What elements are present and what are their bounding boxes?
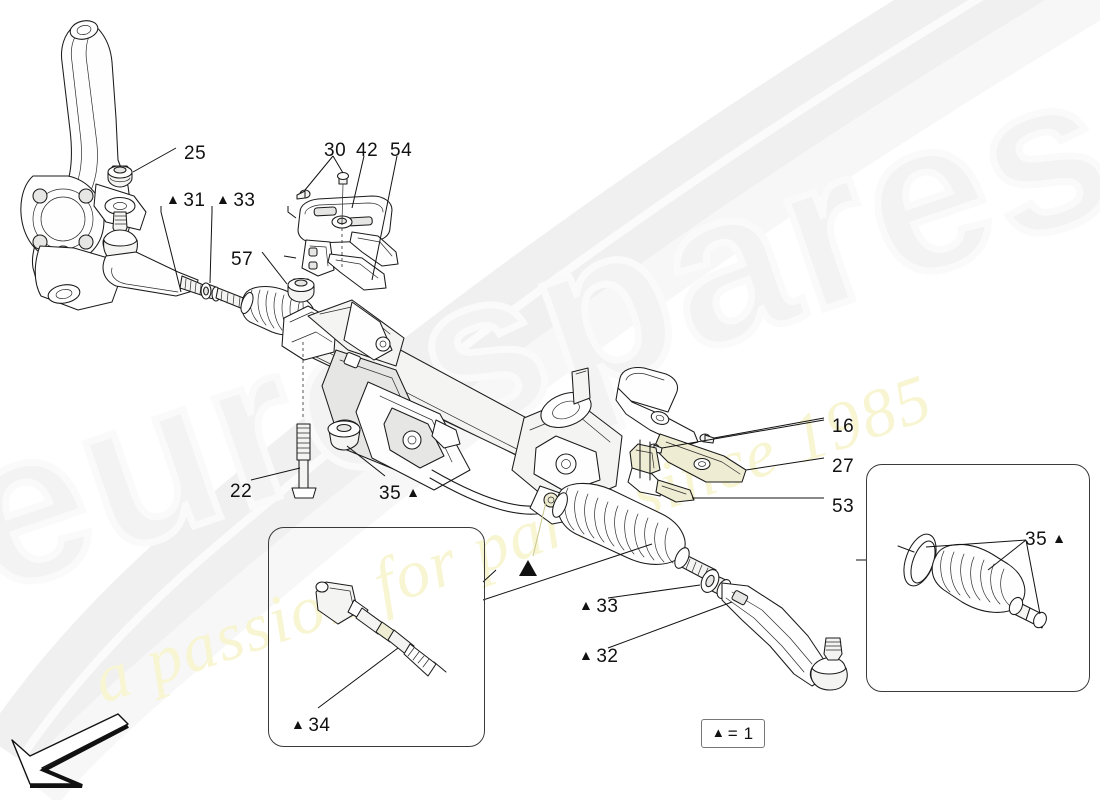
callout-number: 22 (230, 481, 253, 502)
callout-27-c27: 27 (832, 456, 854, 478)
callout-number: 16 (832, 416, 855, 437)
callout-57-c57: 57 (231, 249, 253, 271)
part-25-nut (107, 165, 133, 188)
inset-right-content (897, 533, 1047, 629)
part-32-outer-tie-rod-end (721, 582, 848, 691)
callout-53-c53: 53 (832, 496, 854, 518)
callout-number: 27 (832, 456, 855, 477)
callout-22-c22: 22 (230, 481, 252, 503)
inset-panel-boot-kit (866, 464, 1090, 692)
callout-number: 25 (184, 143, 207, 164)
callout-number: 34 (308, 715, 331, 736)
heat-shield-group (615, 367, 747, 503)
steering-rack-assembly (281, 299, 623, 525)
callout-42-c42: 42 (356, 140, 378, 162)
callout-number: 33 (596, 596, 619, 617)
callout-32-c32: 32 (579, 646, 619, 668)
steering-knuckle (20, 20, 147, 311)
callout-number: 53 (832, 496, 855, 517)
callout-number: 57 (231, 249, 254, 270)
callout-number: 54 (390, 140, 413, 161)
callout-number: 30 (324, 140, 347, 161)
legend-value: 1 (743, 723, 755, 743)
callout-number: 31 (183, 190, 206, 211)
callout-31-c31: 31 (166, 190, 206, 212)
inset-panel-inner-tie-rod (268, 527, 485, 747)
legend-equals: = (727, 723, 739, 743)
vehicle-forward-direction-arrow (11, 713, 129, 788)
callout-number: 33 (233, 190, 256, 211)
callout-54-c54: 54 (390, 140, 412, 162)
bracket-group (283, 171, 399, 291)
legend-triangle-icon: ▲ (711, 725, 726, 740)
part-30-bolts (296, 171, 350, 223)
callout-34-c34: 34 (291, 715, 331, 737)
callout-number: 35 (1025, 529, 1048, 550)
callout-16-c16: 16 (832, 416, 854, 438)
inset-left-content (315, 581, 447, 709)
part-22-mounting-bolt (291, 342, 317, 499)
legend-triangle-equals-one: ▲ = 1 (701, 719, 765, 748)
callout-number: 35 (379, 483, 402, 504)
part-35-boot-bush-left (327, 419, 361, 451)
callout-number: 42 (356, 140, 379, 161)
triangle-marker-rack (519, 560, 537, 576)
callout-33-c33a: 33 (216, 190, 256, 212)
callout-35-c35b: 35 (1025, 529, 1067, 551)
callout-35-c35a: 35 (379, 483, 421, 505)
callout-30-c30: 30 (324, 140, 346, 162)
right-boot-and-tie-rod (552, 482, 848, 691)
part-57-nut (287, 277, 315, 341)
callout-25-c25: 25 (184, 143, 206, 165)
callout-number: 32 (596, 646, 619, 667)
callout-33-c33b: 33 (579, 596, 619, 618)
